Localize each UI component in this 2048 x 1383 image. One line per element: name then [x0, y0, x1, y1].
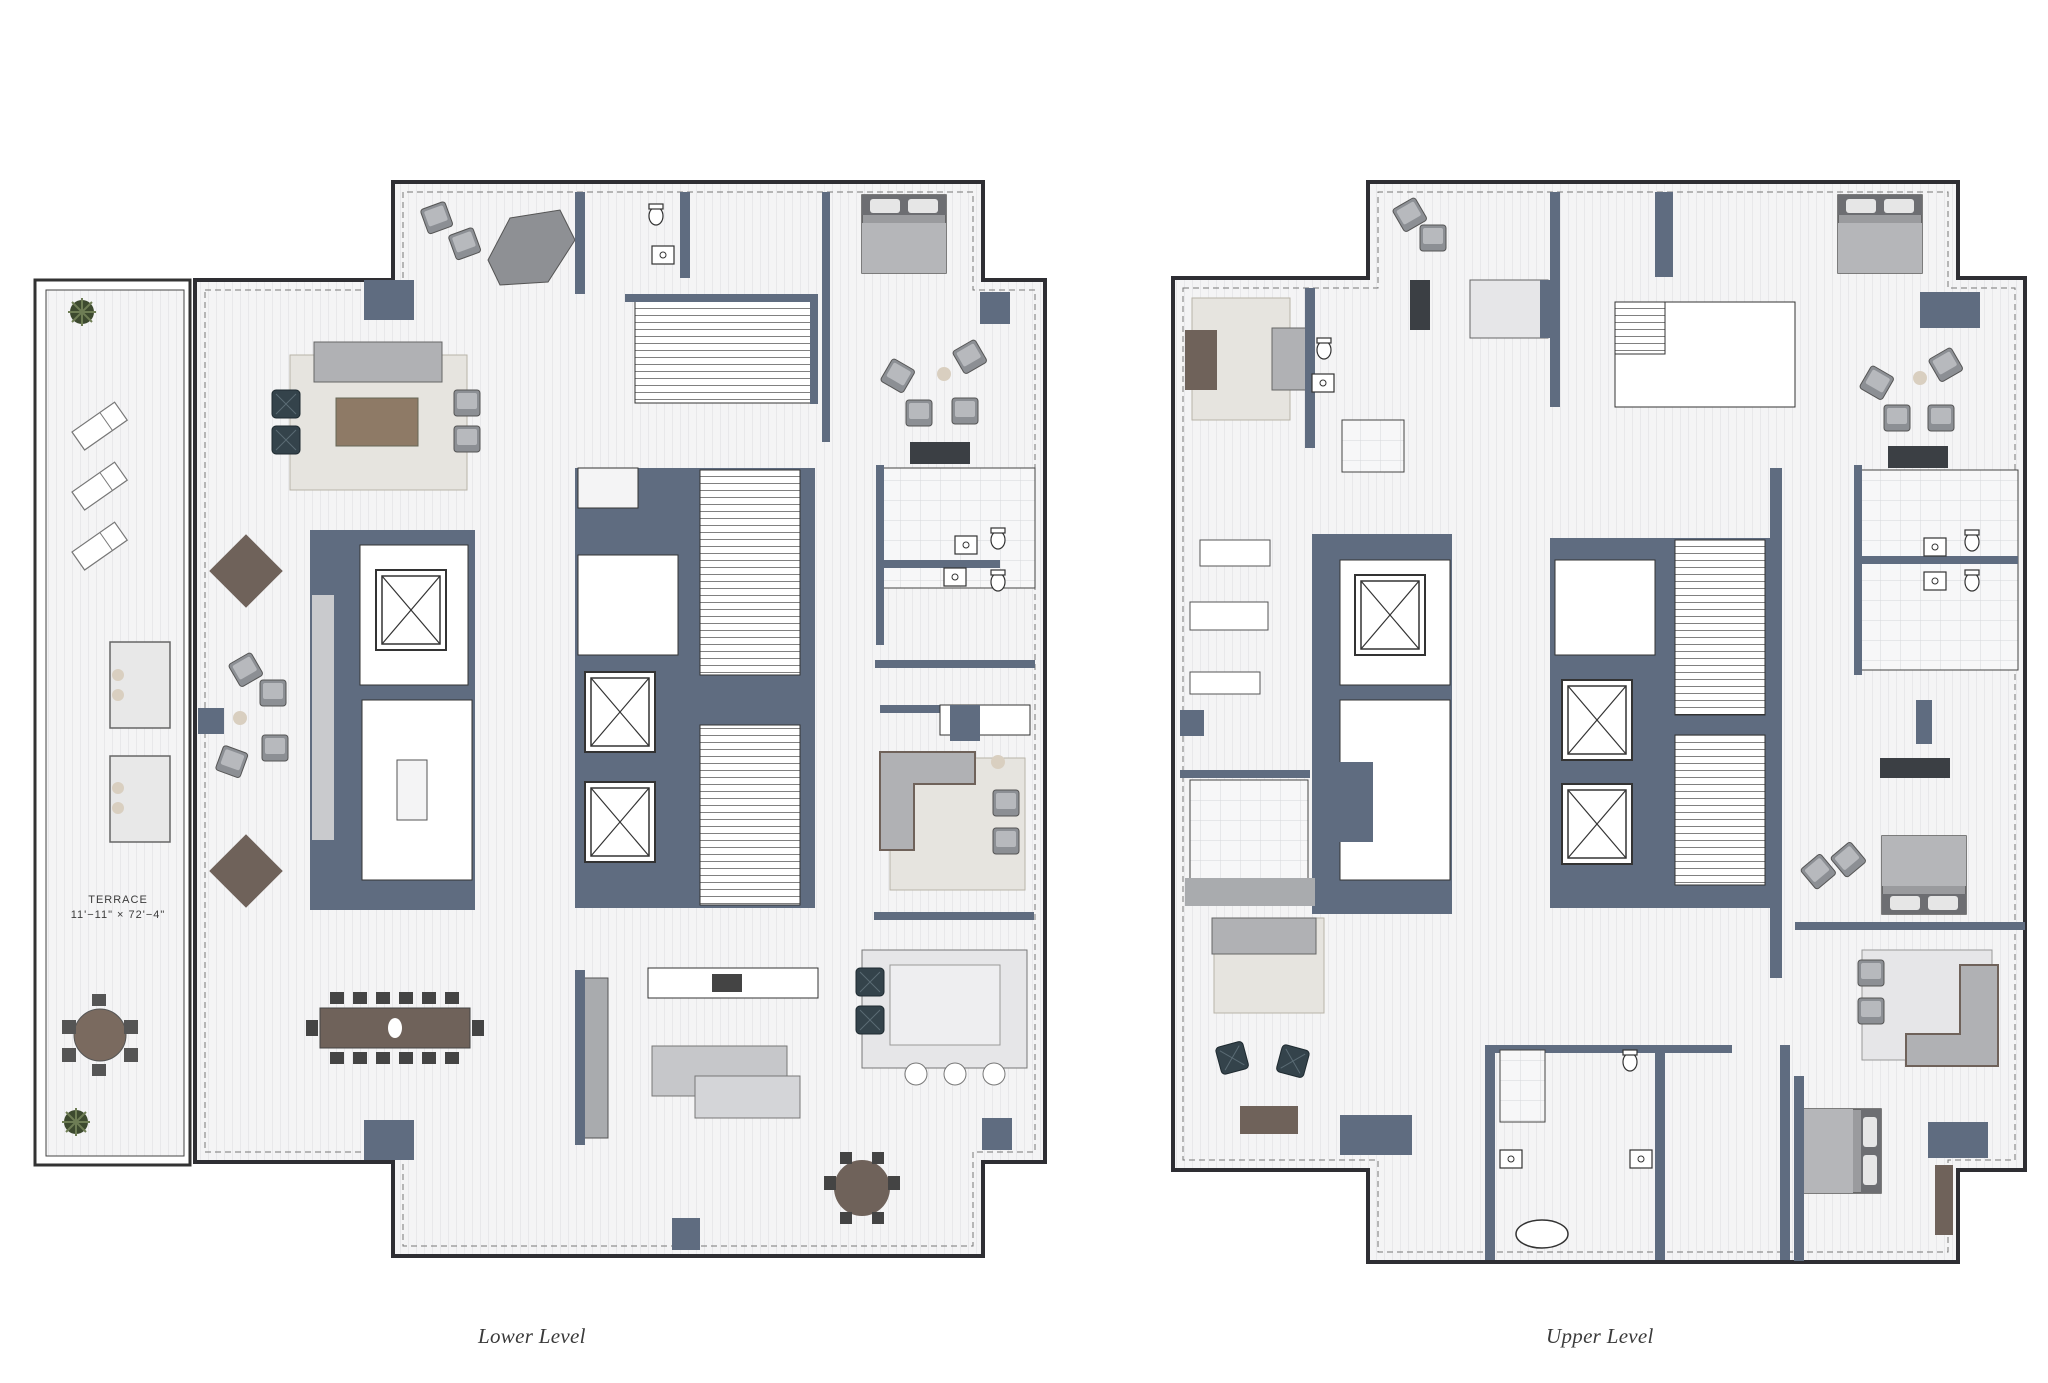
- stairs-icon: [1614, 301, 1666, 355]
- toilet-icon: [648, 203, 664, 226]
- armchair-icon: [453, 389, 481, 417]
- stairs-icon: [1674, 539, 1766, 716]
- terrace-dimensions: 11'−11" × 72'−4": [71, 909, 166, 921]
- terrace-name: TERRACE: [88, 894, 148, 906]
- toilet-icon: [1964, 569, 1980, 592]
- stairs-icon: [699, 724, 801, 906]
- desk: [1185, 330, 1217, 390]
- sink-icon: [651, 245, 675, 265]
- armchair-icon: [1857, 997, 1885, 1025]
- toilet-icon: [990, 569, 1006, 592]
- chair-icon: [1419, 224, 1447, 252]
- armchair-icon: [453, 425, 481, 453]
- square-table-icon: [209, 534, 283, 908]
- elevator-icon: [584, 671, 656, 753]
- round-table-icon: [824, 1152, 900, 1224]
- elevator-icon: [1561, 679, 1633, 761]
- sink-icon: [1629, 1149, 1653, 1169]
- upper-level-caption: Upper Level: [1546, 1324, 1654, 1348]
- elevator-icon: [1561, 783, 1633, 865]
- coffee-table: [335, 397, 419, 447]
- outdoor-sofa: [109, 641, 171, 729]
- sectional-sofa: [879, 751, 976, 851]
- armchair-icon: [271, 425, 301, 455]
- sink-icon: [1923, 537, 1947, 557]
- terrace: TERRACE 11'−11" × 72'−4": [33, 278, 192, 1167]
- toilet-icon: [1622, 1049, 1638, 1072]
- dresser: [910, 442, 970, 464]
- lower-level-caption: Lower Level: [478, 1324, 586, 1348]
- bike-icon: [1189, 671, 1261, 695]
- chair-icon: [261, 734, 289, 762]
- toilet-icon: [990, 527, 1006, 550]
- sink-icon: [1923, 571, 1947, 591]
- sofa: [1211, 917, 1317, 955]
- sink-icon: [1311, 373, 1335, 393]
- outdoor-sofa: [109, 755, 171, 843]
- gym-bench: [1199, 539, 1271, 567]
- upper-level-plan: [1171, 180, 2027, 1264]
- sofa: [1271, 327, 1307, 391]
- bed-icon: [1881, 835, 1967, 915]
- elevator-icon: [584, 781, 656, 863]
- armchair-icon: [992, 827, 1020, 855]
- armchair-icon: [855, 967, 885, 997]
- armchair-icon: [271, 389, 301, 419]
- piano-icon: [487, 209, 576, 286]
- stairs-icon: [1674, 734, 1766, 886]
- living-sofa: [313, 341, 443, 383]
- bed-icon: [1802, 1108, 1882, 1194]
- plant-icon: [62, 1108, 90, 1136]
- armchair-icon: [992, 789, 1020, 817]
- chair-icon: [1883, 404, 1911, 432]
- armchair-icon: [1857, 959, 1885, 987]
- chair-icon: [905, 399, 933, 427]
- structural-columns: [198, 280, 1012, 1250]
- dresser: [1880, 758, 1950, 778]
- sectional-sofa: [1905, 964, 1999, 1067]
- bathroom-floor: [1857, 469, 2019, 671]
- lower-level-plan: TERRACE 11'−11" × 72'−4": [33, 180, 1047, 1258]
- toilet-icon: [1316, 337, 1332, 360]
- desk: [1240, 1106, 1298, 1134]
- bed-icon: [861, 194, 947, 274]
- dining-table-icon: [306, 992, 484, 1064]
- steam-room: [1189, 779, 1309, 886]
- treadmill-icon: [1189, 601, 1269, 631]
- bed-icon: [1837, 194, 1923, 274]
- round-table-icon: [62, 994, 138, 1076]
- sink-icon: [954, 535, 978, 555]
- stairs-icon: [699, 469, 801, 676]
- sink-icon: [943, 567, 967, 587]
- chair-icon: [951, 397, 979, 425]
- elevator-icon: [1354, 574, 1426, 656]
- chair-icon: [1927, 404, 1955, 432]
- stairs-icon: [634, 297, 816, 404]
- elevator-icon: [375, 569, 447, 651]
- bathtub-icon: [1515, 1219, 1569, 1249]
- toilet-icon: [1964, 529, 1980, 552]
- dresser: [1888, 446, 1948, 468]
- armchair-icon: [855, 1005, 885, 1035]
- plant-icon: [68, 298, 96, 326]
- bed-icon: [1469, 279, 1549, 339]
- sink-icon: [1499, 1149, 1523, 1169]
- chair-icon: [259, 679, 287, 707]
